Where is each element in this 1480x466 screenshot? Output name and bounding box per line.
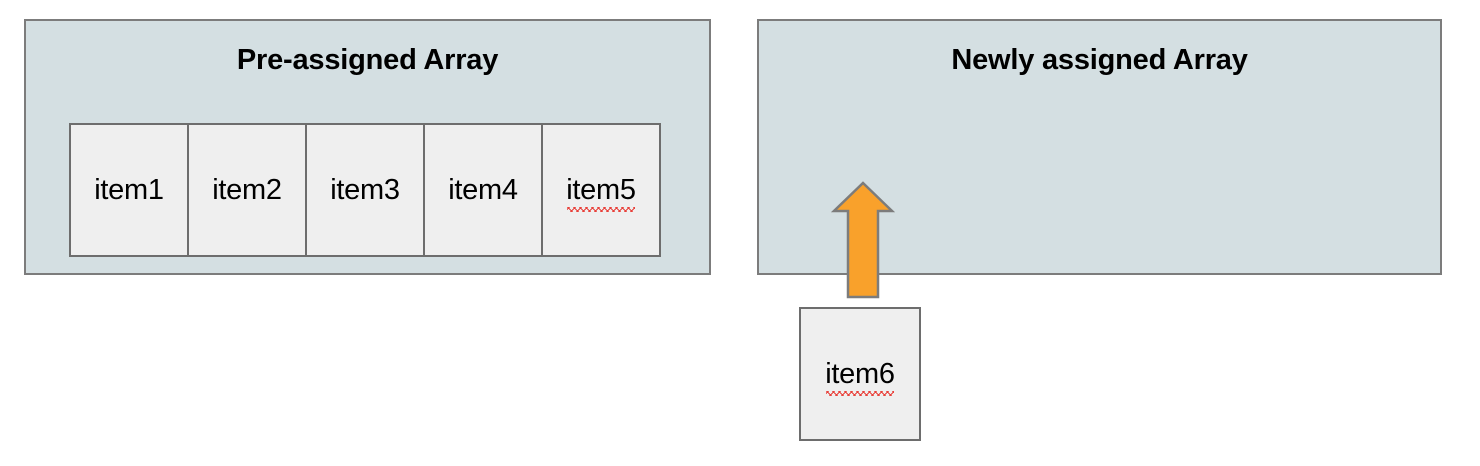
array-cell-label: item5 [566,174,636,212]
array-cell-item4[interactable]: item4 [423,123,543,257]
pre-assigned-array-panel: Pre-assigned Array item1 item2 item3 ite… [24,19,711,275]
pre-assigned-array-title: Pre-assigned Array [236,44,499,76]
array-cell-item3[interactable]: item3 [305,123,425,257]
incoming-item-box[interactable]: item6 [799,307,921,441]
pre-assigned-array-cells: item1 item2 item3 item4 item5 [69,123,661,257]
array-cell-label: item1 [94,174,164,206]
up-arrow-icon [831,181,895,299]
array-cell-label: item4 [448,174,518,206]
incoming-item-label: item6 [825,358,895,396]
array-cell-item1[interactable]: item1 [69,123,189,257]
array-cell-item2[interactable]: item2 [187,123,307,257]
array-cell-label: item2 [212,174,282,206]
array-cell-item5[interactable]: item5 [541,123,661,257]
up-arrow-shape [831,181,895,299]
array-cell-label: item3 [330,174,400,206]
newly-assigned-array-title: Newly assigned Array [951,44,1248,76]
